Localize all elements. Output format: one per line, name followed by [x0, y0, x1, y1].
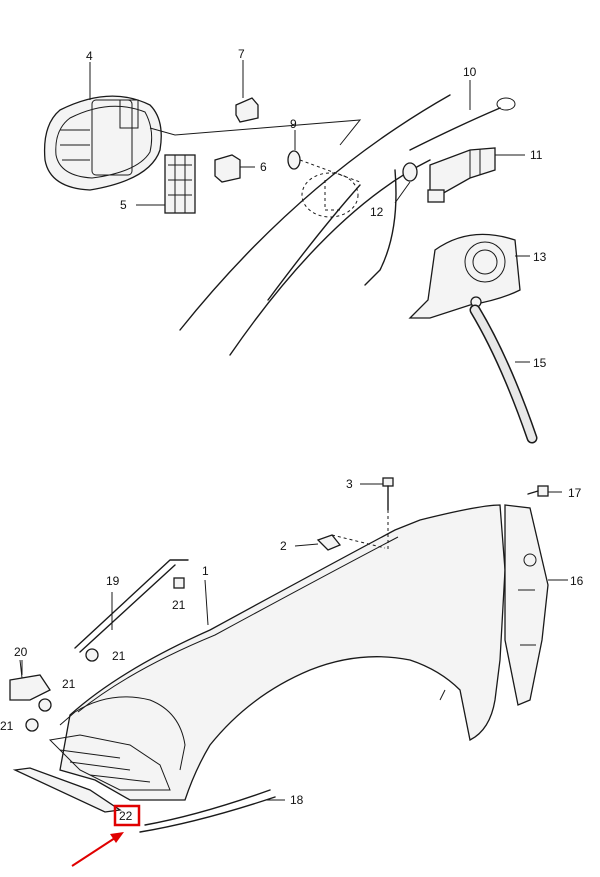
- part-21-nut: [25, 718, 39, 732]
- leader-lines: [21, 60, 568, 801]
- body-contour-line: [179, 94, 451, 331]
- callout-label: 11: [530, 148, 543, 162]
- part-21-nut: [173, 577, 185, 589]
- callout-label: 21: [0, 719, 14, 733]
- callout-label: 9: [290, 117, 297, 131]
- callout-label-highlighted: 22: [119, 809, 133, 823]
- callout-label: 10: [463, 65, 477, 79]
- body-contour-line: [267, 184, 361, 301]
- body-contour-line: [364, 169, 397, 286]
- callout-label: 21: [112, 649, 126, 663]
- part-3-screw: [382, 477, 394, 550]
- callout-label: 21: [172, 598, 186, 612]
- part-17-bolt: [527, 485, 549, 497]
- part-2-clip: [316, 534, 386, 551]
- part-10-release-cable: [409, 97, 516, 151]
- part-1-fender: [48, 504, 506, 801]
- filler-recess-outline: [324, 180, 340, 211]
- part-21-nut: [85, 648, 99, 662]
- part-21-nut: [38, 698, 52, 712]
- callout-label: 17: [568, 486, 582, 500]
- part-18-trim-strip: [139, 789, 276, 833]
- callout-label: 3: [346, 477, 353, 491]
- callout-label: 4: [86, 49, 93, 63]
- callout-label: 20: [14, 645, 28, 659]
- callout-label: 19: [106, 574, 120, 588]
- highlight-box: [113, 804, 141, 827]
- callout-label: 1: [202, 564, 209, 578]
- part-20-hinge-bracket: [9, 659, 51, 701]
- part-9-grommet: [287, 150, 361, 183]
- callout-label: 7: [238, 47, 245, 61]
- part-12-nut: [402, 162, 418, 182]
- callout-label: 21: [62, 677, 76, 691]
- filler-recess-outline: [301, 172, 359, 218]
- part-13-filler-housing: [408, 233, 521, 319]
- callout-label: 12: [370, 205, 384, 219]
- highlight-arrow: [71, 832, 124, 867]
- callout-label: 6: [260, 160, 267, 174]
- callout-label: 16: [570, 574, 584, 588]
- part-15-drain-hose: [469, 304, 538, 444]
- body-contour-line: [229, 159, 431, 356]
- callout-label: 5: [120, 198, 127, 212]
- part-6-clip: [214, 154, 241, 183]
- callout-label: 18: [290, 793, 304, 807]
- callout-label: 15: [533, 356, 547, 370]
- part-4-fuel-flap: [43, 95, 162, 191]
- callout-label: 2: [280, 539, 287, 553]
- leader-line: [149, 119, 362, 146]
- callout-label: 13: [533, 250, 547, 264]
- part-11-actuator: [427, 147, 496, 203]
- part-5-latch: [164, 154, 196, 214]
- part-22-trim-strip: [12, 767, 122, 813]
- part-7-clip: [235, 97, 259, 123]
- part-19-strut: [74, 559, 189, 653]
- part-16-bracket: [504, 504, 549, 706]
